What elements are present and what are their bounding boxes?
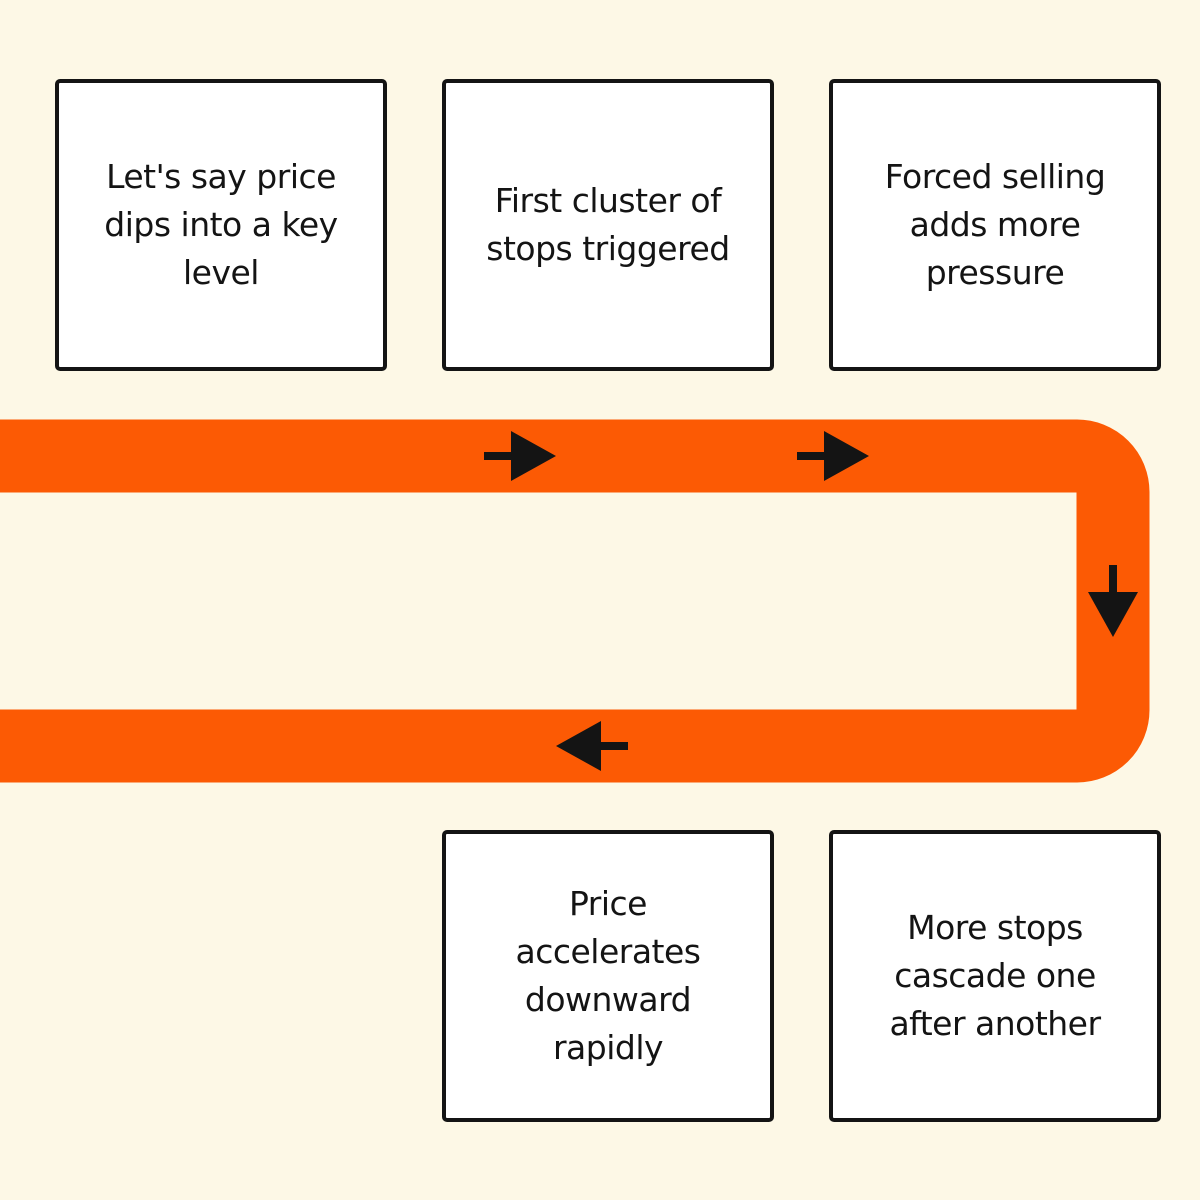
step-box-forced-selling: Forced selling adds more pressure <box>829 79 1161 371</box>
step-box-first-cluster: First cluster of stops triggered <box>442 79 774 371</box>
arrow-right-icon <box>484 431 556 481</box>
step-box-price-dips: Let's say price dips into a key level <box>55 79 387 371</box>
arrow-down-icon <box>1088 565 1138 637</box>
step-box-more-stops: More stops cascade one after another <box>829 830 1161 1122</box>
step-label: First cluster of stops triggered <box>486 181 730 268</box>
step-label: Let's say price dips into a key level <box>104 157 338 292</box>
step-label: Price accelerates downward rapidly <box>515 884 701 1067</box>
step-label: More stops cascade one after another <box>889 908 1101 1043</box>
step-box-price-accelerates: Price accelerates downward rapidly <box>442 830 774 1122</box>
step-label: Forced selling adds more pressure <box>884 157 1106 292</box>
arrow-right-icon <box>797 431 869 481</box>
arrow-left-icon <box>556 721 628 771</box>
